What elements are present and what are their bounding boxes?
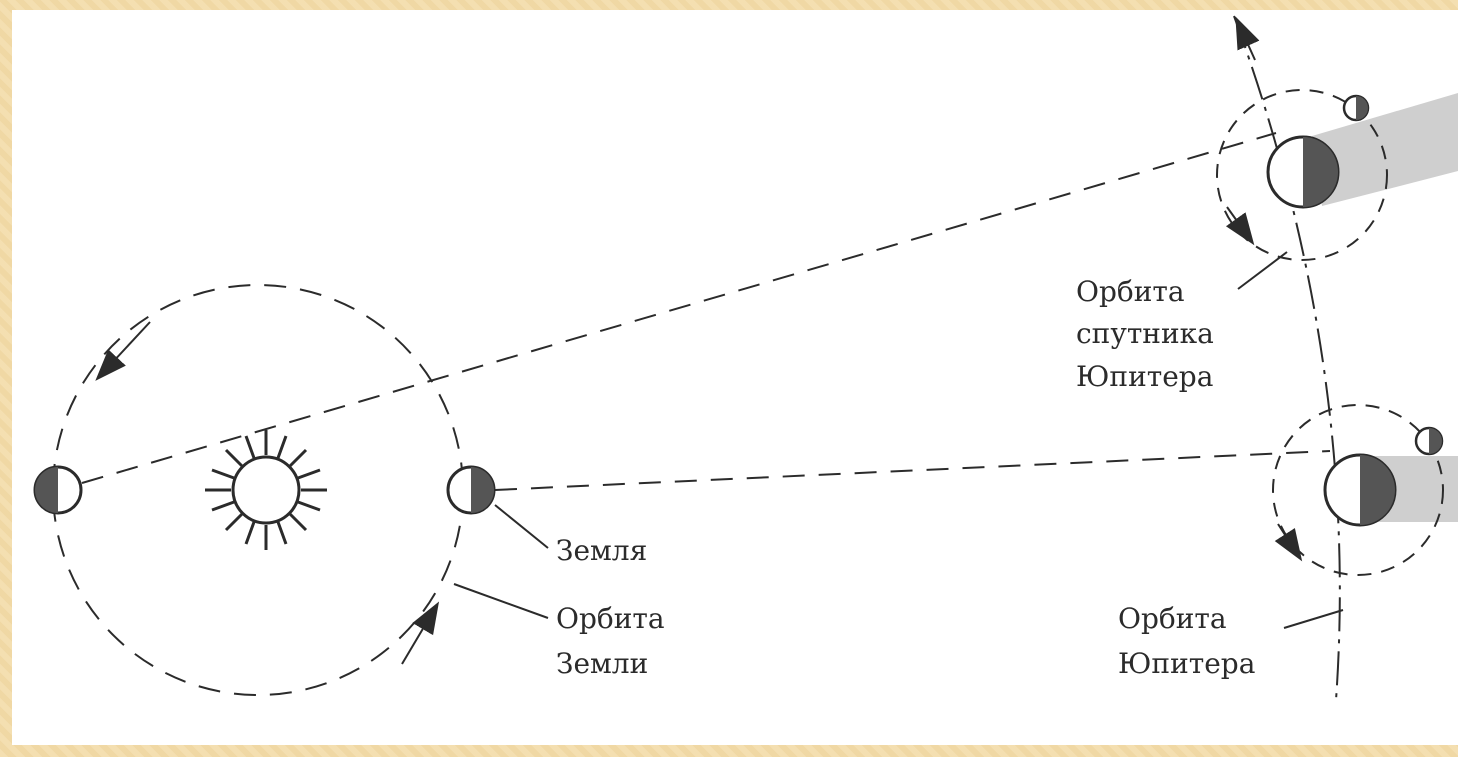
jupiter-upper-group [1216, 89, 1458, 261]
sun-icon [205, 430, 327, 550]
earth-left-icon [33, 465, 83, 515]
jupiter-upper-shadow [1312, 93, 1458, 206]
jupiter-lower-icon [1323, 453, 1397, 527]
earth-orbit-label-line1: Орбита [556, 602, 665, 635]
jupiter-orbit-arrow [1235, 16, 1260, 61]
earth-orbit-arrow-lower [401, 601, 440, 665]
earth-label: Земля [556, 534, 647, 567]
jupiter-orbit-label-line2: Юпитера [1118, 647, 1255, 680]
earth-pointer [494, 504, 549, 549]
moon-upper-icon [1342, 94, 1370, 122]
earth-orbit-arrow-upper [95, 321, 151, 381]
sight-line-upper [81, 132, 1277, 484]
moon-orbit-label-line3: Юпитера [1076, 360, 1213, 393]
sight-line-lower [494, 450, 1331, 491]
earth-orbit-label-line2: Земли [556, 647, 648, 680]
moon-orbit-lower [1272, 404, 1444, 576]
diagram-canvas [12, 10, 1458, 745]
moon-orbit-label-line1: Орбита [1076, 275, 1185, 308]
jupiter-lower-group [1272, 404, 1458, 576]
moon-orbit-label-line2: спутника [1076, 317, 1214, 350]
moon-orbit-lower-arrow [1274, 523, 1303, 562]
jupiter-upper-icon [1266, 135, 1340, 209]
jupiter-orbit-pointer [1283, 609, 1344, 629]
jupiter-orbit-label-line1: Орбита [1118, 602, 1227, 635]
moon-orbit-upper-arrow [1225, 206, 1255, 246]
jupiter-orbit [1233, 15, 1341, 701]
moon-orbit-pointer [1237, 251, 1288, 290]
earth-right-icon [446, 465, 496, 515]
earth-orbit-pointer [453, 583, 549, 619]
moon-lower-icon [1414, 426, 1444, 456]
moon-orbit-upper [1216, 89, 1388, 261]
